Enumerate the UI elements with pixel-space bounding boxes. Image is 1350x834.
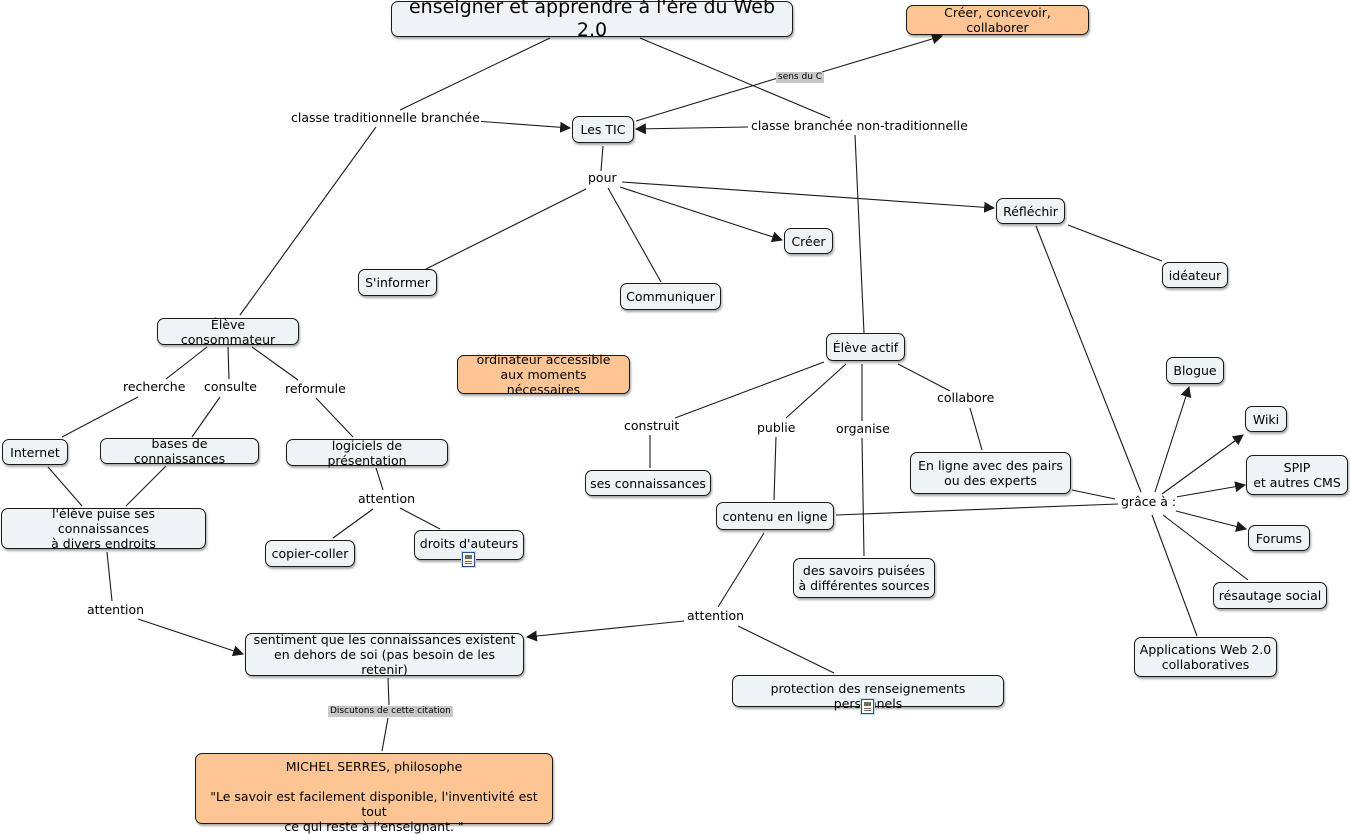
link-classe-nontrad-tic: [634, 123, 749, 135]
label-discutons: Discutons de cette citation: [328, 706, 453, 717]
link-recherche-internet: [61, 396, 139, 438]
concept-savoirs-puisees: des savoirs puisées à différentes source…: [793, 558, 935, 598]
concept-droits-dauteurs: droits d'auteurs: [414, 530, 524, 560]
concept-bases-de-connaissances: bases de connaissances: [100, 436, 259, 466]
link-puise-attention: [106, 551, 113, 602]
label-sens-du-c: sens du C: [776, 72, 825, 83]
concept-logiciels-de-presentation: logiciels de présentation: [286, 438, 448, 468]
link-grace-applications: [1151, 514, 1198, 637]
link-logiciels-attention: [375, 467, 384, 491]
link-publie-contenu: [773, 436, 777, 501]
concept-spip: SPIP et autres CMS: [1246, 455, 1348, 495]
concept-contenu-en-ligne: contenu en ligne: [716, 502, 834, 530]
concept-reflechir: Réfléchir: [996, 198, 1065, 224]
link-reflechir-grace: [1035, 225, 1142, 493]
link-collabore-enligne: [969, 407, 983, 451]
phrase-classe-non-traditionnelle: classe branchée non-traditionnelle: [750, 118, 969, 133]
link-tic-sens: [635, 77, 779, 122]
concept-copier-coller: copier-coller: [265, 540, 355, 567]
link-attention-sentiment-2: [525, 620, 685, 642]
link-internet-puise: [47, 466, 83, 507]
document-icon[interactable]: [861, 699, 874, 714]
concept-forums: Forums: [1248, 525, 1310, 551]
link-sentiment-discutons: [387, 677, 390, 706]
link-reflechir-ideateur: [1067, 224, 1163, 262]
link-attention-sentiment: [137, 618, 245, 657]
link-grace-resautage: [1162, 514, 1249, 581]
link-pour-creer: [619, 186, 784, 243]
concept-eleve-actif: Élève actif: [826, 333, 905, 361]
link-grace-forums: [1175, 510, 1248, 532]
link-contenu-grace: [835, 503, 1119, 516]
link-title-classe-non-trad: [639, 37, 831, 119]
link-consulte-bases: [191, 396, 221, 438]
link-title-classe-trad: [399, 37, 551, 111]
link-grace-wiki: [1161, 434, 1244, 495]
concept-sinformer: S'informer: [358, 269, 437, 296]
link-classe-trad-eleve-cons: [239, 126, 377, 316]
concept-creer-concevoir-collaborer: Créer, concevoir, collaborer: [906, 5, 1089, 35]
concept-michel-serres: MICHEL SERRES, philosophe "Le savoir est…: [195, 753, 553, 834]
concept-applications-web: Applications Web 2.0 collaboratives: [1134, 637, 1277, 677]
link-pour-reflechir: [621, 181, 996, 213]
phrase-publie: publie: [756, 420, 797, 435]
concept-blogue: Blogue: [1166, 357, 1224, 384]
link-cons-recherche: [165, 346, 208, 380]
link-grace-blogue: [1154, 385, 1192, 493]
concept-wiki: Wiki: [1245, 406, 1287, 432]
link-sens-creer-concevoir: [821, 33, 944, 73]
phrase-grace-a: grâce à :: [1120, 494, 1178, 509]
phrase-attention-logiciels: attention: [357, 491, 417, 506]
phrase-organise: organise: [835, 421, 891, 436]
link-cons-consulte: [227, 346, 230, 380]
link-actif-publie: [785, 363, 847, 419]
link-attention-copier: [332, 508, 374, 539]
map-title: enseigner et apprendre à l'ère du Web 2.…: [391, 0, 793, 41]
document-icon[interactable]: [462, 552, 475, 567]
link-contenu-attention: [717, 532, 765, 608]
link-tic-pour: [600, 145, 604, 172]
concept-sentiment: sentiment que les connaissances existent…: [245, 632, 524, 677]
link-enligne-grace: [1071, 489, 1116, 500]
phrase-construit: construit: [623, 418, 681, 433]
phrase-reformule: reformule: [284, 381, 347, 396]
concept-internet: Internet: [2, 439, 68, 465]
link-cons-reformule: [251, 346, 299, 381]
concept-ideateur: idéateur: [1162, 262, 1228, 288]
phrase-consulte: consulte: [203, 379, 258, 394]
link-classe-trad-tic: [474, 120, 572, 133]
concept-les-tic: Les TIC: [572, 116, 634, 143]
link-bases-puise: [125, 465, 167, 507]
concept-en-ligne-pairs: En ligne avec des pairs ou des experts: [910, 452, 1071, 494]
link-grace-spip: [1175, 481, 1247, 498]
link-reformule-logiciels: [315, 397, 354, 438]
link-attention-protection: [737, 625, 835, 674]
concept-eleve-consommateur: Élève consommateur: [157, 317, 299, 347]
link-pour-sinformer: [425, 188, 587, 270]
concept-creer: Créer: [784, 228, 833, 254]
phrase-recherche: recherche: [122, 379, 187, 394]
phrase-attention-left: attention: [86, 602, 146, 617]
link-actif-collabore: [897, 363, 951, 392]
link-classe-nontrad-eleve-actif: [854, 134, 865, 334]
concept-ses-connaissances: ses connaissances: [585, 470, 711, 496]
link-actif-construit: [674, 361, 825, 419]
link-attention-droits: [399, 507, 441, 530]
link-discutons-michel: [381, 717, 389, 752]
link-organise-savoirs: [861, 437, 865, 557]
concept-eleve-puise: l'élève puise ses connaissances à divers…: [1, 506, 206, 551]
phrase-collabore: collabore: [936, 390, 996, 405]
link-pour-communiquer: [607, 187, 662, 283]
phrase-attention-mid: attention: [686, 608, 746, 623]
phrase-pour: pour: [587, 170, 618, 185]
phrase-classe-traditionnelle: classe traditionnelle branchée: [290, 110, 481, 125]
concept-communiquer: Communiquer: [620, 283, 721, 310]
concept-resautage-social: résautage social: [1213, 582, 1327, 609]
concept-ordinateur-accessible: ordinateur accessible aux moments nécess…: [457, 352, 630, 397]
